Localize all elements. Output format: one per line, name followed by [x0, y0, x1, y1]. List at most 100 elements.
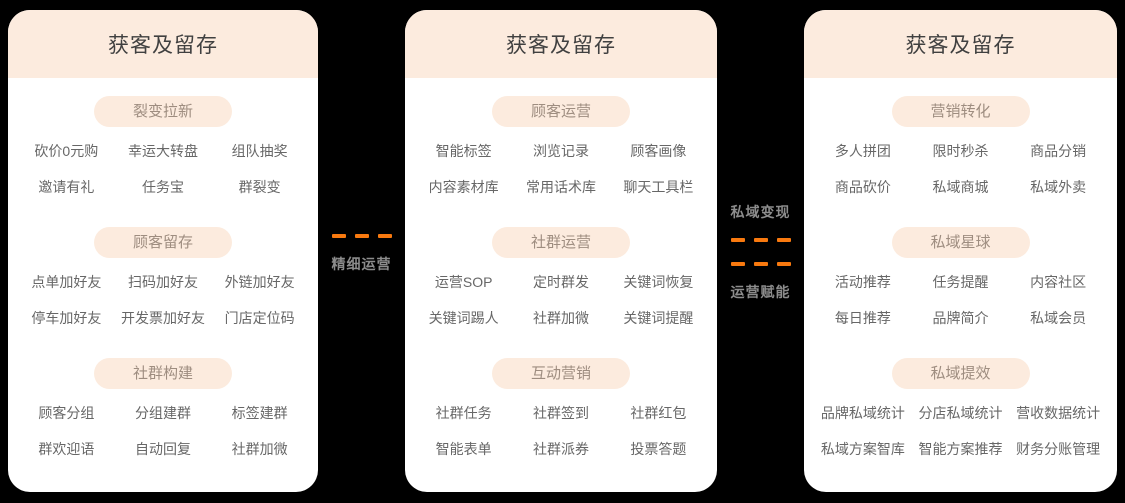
feature-item: 聊天工具栏: [623, 179, 694, 195]
section-customer-retention: 顾客留存 点单加好友 扫码加好友 外链加好友 停车加好友 开发票加好友 门店定位…: [18, 227, 308, 328]
dashed-line: [730, 237, 791, 242]
feature-item: 每日推荐: [834, 310, 891, 326]
card-acquisition-retention-1: 获客及留存 裂变拉新 砍价0元购 幸运大转盘 组队抽奖 邀请有礼 任务宝 群裂变…: [8, 10, 318, 492]
section-pill: 裂变拉新: [94, 96, 232, 127]
feature-item: 群欢迎语: [38, 441, 95, 457]
feature-item: 停车加好友: [31, 310, 102, 326]
feature-item: 限时秒杀: [932, 143, 989, 159]
connector-label-bottom: 运营赋能: [730, 283, 791, 300]
section-interactive-marketing: 互动营销 社群任务 社群签到 社群红包 智能表单 社群派券 投票答题: [415, 358, 707, 459]
section-pill: 顾客运营: [492, 96, 630, 127]
feature-item: 自动回复: [134, 441, 191, 457]
feature-item: 分组建群: [134, 405, 191, 421]
feature-item: 私域会员: [1030, 310, 1087, 326]
connector-label: 精细运营: [331, 255, 392, 272]
feature-item: 商品砍价: [834, 179, 891, 195]
section-pill: 顾客留存: [94, 227, 232, 258]
feature-item: 幸运大转盘: [127, 143, 198, 159]
feature-item: 投票答题: [630, 441, 687, 457]
section-marketing-conversion: 营销转化 多人拼团 限时秒杀 商品分销 商品砍价 私域商城 私域外卖: [814, 96, 1107, 197]
section-pill: 社群构建: [94, 358, 232, 389]
feature-grid: 品牌私域统计 分店私域统计 营收数据统计 私域方案智库 智能方案推荐 财务分账管…: [814, 403, 1107, 459]
feature-item: 邀请有礼: [38, 179, 95, 195]
section-pill: 私域提效: [891, 358, 1030, 389]
dash-segment: [730, 237, 745, 242]
connector-label-top: 私域变现: [730, 203, 791, 220]
feature-item: 财务分账管理: [1016, 441, 1101, 457]
section-pill: 互动营销: [492, 358, 630, 389]
feature-item: 顾客分组: [38, 405, 95, 421]
feature-item: 关键词恢复: [623, 274, 694, 290]
feature-item: 浏览记录: [532, 143, 589, 159]
feature-item: 任务提醒: [932, 274, 989, 290]
feature-item: 内容社区: [1030, 274, 1087, 290]
card-title: 获客及留存: [804, 10, 1117, 78]
feature-item: 私域外卖: [1030, 179, 1087, 195]
section-pill: 社群运营: [492, 227, 630, 258]
feature-item: 智能表单: [435, 441, 492, 457]
feature-item: 商品分销: [1030, 143, 1087, 159]
card-body: 营销转化 多人拼团 限时秒杀 商品分销 商品砍价 私域商城 私域外卖 私域星球 …: [804, 78, 1117, 459]
section-customer-operation: 顾客运营 智能标签 浏览记录 顾客画像 内容素材库 常用话术库 聊天工具栏: [415, 96, 707, 197]
dash-segment: [331, 233, 346, 238]
feature-item: 砍价0元购: [34, 143, 99, 159]
feature-item: 运营SOP: [434, 274, 493, 290]
feature-grid: 点单加好友 扫码加好友 外链加好友 停车加好友 开发票加好友 门店定位码: [18, 272, 308, 328]
card-body: 裂变拉新 砍价0元购 幸运大转盘 组队抽奖 邀请有礼 任务宝 群裂变 顾客留存 …: [8, 78, 318, 459]
dashed-line: [730, 261, 791, 266]
feature-item: 活动推荐: [834, 274, 891, 290]
feature-item: 点单加好友: [31, 274, 102, 290]
feature-item: 社群加微: [231, 441, 288, 457]
feature-item: 社群红包: [630, 405, 687, 421]
card-title: 获客及留存: [405, 10, 717, 78]
section-private-planet: 私域星球 活动推荐 任务提醒 内容社区 每日推荐 品牌简介 私域会员: [814, 227, 1107, 328]
feature-item: 品牌简介: [932, 310, 989, 326]
card-title: 获客及留存: [8, 10, 318, 78]
feature-item: 私域商城: [932, 179, 989, 195]
feature-item: 私域方案智库: [820, 441, 905, 457]
feature-item: 关键词提醒: [623, 310, 694, 326]
feature-item: 开发票加好友: [120, 310, 205, 326]
feature-item: 营收数据统计: [1016, 405, 1101, 421]
feature-item: 顾客画像: [630, 143, 687, 159]
feature-grid: 顾客分组 分组建群 标签建群 群欢迎语 自动回复 社群加微: [18, 403, 308, 459]
feature-item: 品牌私域统计: [820, 405, 905, 421]
feature-item: 智能标签: [435, 143, 492, 159]
feature-grid: 活动推荐 任务提醒 内容社区 每日推荐 品牌简介 私域会员: [814, 272, 1107, 328]
feature-grid: 智能标签 浏览记录 顾客画像 内容素材库 常用话术库 聊天工具栏: [415, 141, 707, 197]
card-body: 顾客运营 智能标签 浏览记录 顾客画像 内容素材库 常用话术库 聊天工具栏 社群…: [405, 78, 717, 459]
feature-grid: 砍价0元购 幸运大转盘 组队抽奖 邀请有礼 任务宝 群裂变: [18, 141, 308, 197]
feature-item: 外链加好友: [224, 274, 295, 290]
connector-monetize-empower: 私域变现 运营赋能: [717, 0, 804, 503]
feature-item: 门店定位码: [224, 310, 295, 326]
section-pill: 营销转化: [891, 96, 1030, 127]
feature-grid: 多人拼团 限时秒杀 商品分销 商品砍价 私域商城 私域外卖: [814, 141, 1107, 197]
dash-segment: [753, 261, 768, 266]
section-pill: 私域星球: [891, 227, 1030, 258]
section-community-operation: 社群运营 运营SOP 定时群发 关键词恢复 关键词踢人 社群加微 关键词提醒: [415, 227, 707, 328]
connector-fine-operation: 精细运营: [318, 0, 405, 503]
dash-segment: [776, 237, 791, 242]
feature-item: 任务宝: [141, 179, 184, 195]
feature-item: 智能方案推荐: [918, 441, 1003, 457]
dash-segment: [776, 261, 791, 266]
card-acquisition-retention-2: 获客及留存 顾客运营 智能标签 浏览记录 顾客画像 内容素材库 常用话术库 聊天…: [405, 10, 717, 492]
feature-item: 扫码加好友: [127, 274, 198, 290]
feature-item: 群裂变: [238, 179, 281, 195]
feature-item: 社群签到: [532, 405, 589, 421]
feature-item: 社群派券: [532, 441, 589, 457]
dashed-line: [331, 233, 392, 238]
section-private-efficiency: 私域提效 品牌私域统计 分店私域统计 营收数据统计 私域方案智库 智能方案推荐 …: [814, 358, 1107, 459]
dash-segment: [377, 233, 392, 238]
dash-segment: [354, 233, 369, 238]
dash-segment: [753, 237, 768, 242]
feature-grid: 运营SOP 定时群发 关键词恢复 关键词踢人 社群加微 关键词提醒: [415, 272, 707, 328]
section-community-building: 社群构建 顾客分组 分组建群 标签建群 群欢迎语 自动回复 社群加微: [18, 358, 308, 459]
section-fission-growth: 裂变拉新 砍价0元购 幸运大转盘 组队抽奖 邀请有礼 任务宝 群裂变: [18, 96, 308, 197]
dash-segment: [730, 261, 745, 266]
feature-item: 分店私域统计: [918, 405, 1003, 421]
feature-item: 关键词踢人: [428, 310, 499, 326]
feature-item: 常用话术库: [525, 179, 596, 195]
feature-item: 标签建群: [231, 405, 288, 421]
feature-grid: 社群任务 社群签到 社群红包 智能表单 社群派券 投票答题: [415, 403, 707, 459]
